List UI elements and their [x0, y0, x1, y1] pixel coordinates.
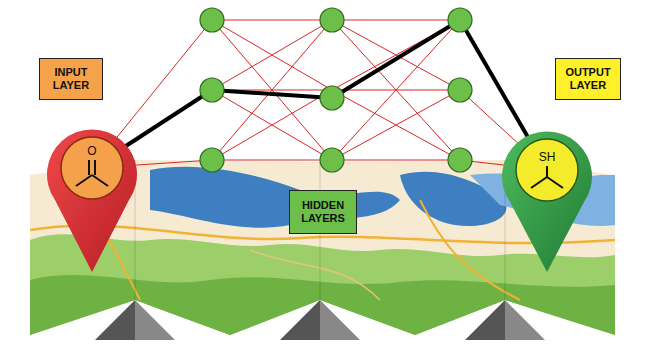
- network-wire: [332, 20, 460, 160]
- network-wire: [212, 20, 332, 90]
- thiol-structure: [531, 166, 563, 188]
- output-molecule-disc: [516, 139, 578, 201]
- input-pin: [47, 129, 137, 272]
- hills: [30, 275, 615, 340]
- network-wire: [212, 20, 332, 90]
- neuron: [448, 148, 472, 172]
- network: [92, 8, 547, 172]
- neuron: [200, 8, 224, 32]
- road: [250, 250, 380, 300]
- network-wire: [212, 160, 332, 161]
- best-path: [332, 20, 460, 98]
- layer-label: HIDDEN LAYERS: [295, 199, 351, 224]
- network-wire: [212, 20, 332, 160]
- network-wire: [332, 90, 460, 160]
- network-wire: [212, 90, 332, 160]
- hills: [30, 234, 615, 340]
- neuron: [200, 148, 224, 172]
- hidden-layers-box: HIDDEN LAYERS: [289, 190, 357, 234]
- network-wire: [332, 160, 460, 161]
- atom-symbol: O: [87, 145, 96, 157]
- neuron: [200, 78, 224, 102]
- water: [150, 167, 400, 228]
- input-layer-box: INPUT LAYER: [39, 58, 103, 100]
- neuron: [320, 8, 344, 32]
- neuron: [448, 8, 472, 32]
- input-molecule-disc: [61, 137, 123, 199]
- atom-symbol: SH: [539, 151, 556, 163]
- network-wire: [212, 20, 332, 160]
- network-wire: [332, 20, 460, 21]
- neuron: [320, 148, 344, 172]
- output-layer-box: OUTPUT LAYER: [555, 58, 621, 100]
- output-pin: [502, 131, 592, 272]
- network-wire: [212, 20, 332, 21]
- layer-label: OUTPUT LAYER: [561, 66, 615, 91]
- neuron: [320, 86, 344, 110]
- neuron: [448, 78, 472, 102]
- best-path: [212, 90, 332, 98]
- layer-label: INPUT LAYER: [45, 66, 97, 91]
- ketone-structure: [76, 160, 108, 186]
- network-wire: [332, 20, 460, 160]
- network-wire: [212, 90, 332, 160]
- network-wire: [332, 90, 460, 160]
